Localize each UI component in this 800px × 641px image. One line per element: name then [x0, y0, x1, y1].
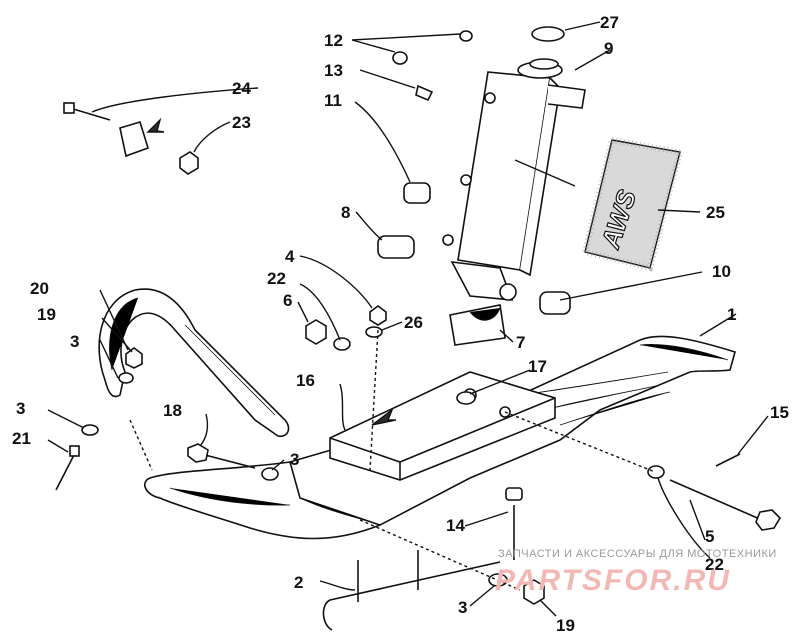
callout-4: 4	[285, 247, 295, 266]
callout-24: 24	[232, 79, 251, 98]
callout-16: 16	[296, 371, 315, 390]
hardware-parts	[55, 26, 782, 631]
callout-18: 18	[163, 401, 182, 420]
callout-6: 6	[283, 291, 292, 310]
spindle-housing	[442, 58, 586, 301]
callout-26: 26	[404, 313, 423, 332]
ski-saddle	[329, 371, 556, 481]
callout-3b: 3	[16, 399, 25, 418]
callout-numbers: 1 2 3 3 3 3 4 5 6 7 8 9 10 11 12 13 14 1…	[12, 13, 789, 635]
callout-20: 20	[30, 279, 49, 298]
callout-25: 25	[706, 203, 725, 222]
callout-14: 14	[446, 516, 465, 535]
callout-13: 13	[324, 61, 343, 80]
callout-2: 2	[294, 573, 303, 592]
callout-1: 1	[727, 305, 736, 324]
callout-19a: 19	[37, 305, 56, 324]
callout-5: 5	[705, 527, 714, 546]
callout-11: 11	[324, 91, 342, 110]
callout-15: 15	[770, 403, 789, 422]
callout-7: 7	[516, 333, 525, 352]
callout-22b: 22	[705, 555, 724, 574]
callout-19b: 19	[556, 616, 575, 635]
callout-3a: 3	[70, 332, 79, 351]
callout-12: 12	[324, 31, 343, 50]
callout-22a: 22	[267, 269, 286, 288]
ski-handle-loop	[98, 288, 290, 438]
callout-8: 8	[341, 203, 350, 222]
aws-decal: AWS	[581, 136, 684, 272]
watermark-caption: ЗАПЧАСТИ И АКСЕССУАРЫ ДЛЯ МОТОТЕХНИКИ	[498, 548, 777, 560]
callout-3d: 3	[458, 598, 467, 617]
callout-21: 21	[12, 429, 31, 448]
leader-lines	[47, 21, 769, 617]
callout-23: 23	[232, 113, 251, 132]
callout-10: 10	[712, 262, 731, 281]
watermark-logo: PARTSFOR.RU	[495, 564, 731, 597]
callout-3c: 3	[290, 450, 299, 469]
callout-17: 17	[528, 357, 547, 376]
callout-9: 9	[604, 39, 613, 58]
callout-27: 27	[600, 13, 619, 32]
watermark: ЗАПЧАСТИ И АКСЕССУАРЫ ДЛЯ МОТОТЕХНИКИ PA…	[495, 548, 777, 597]
